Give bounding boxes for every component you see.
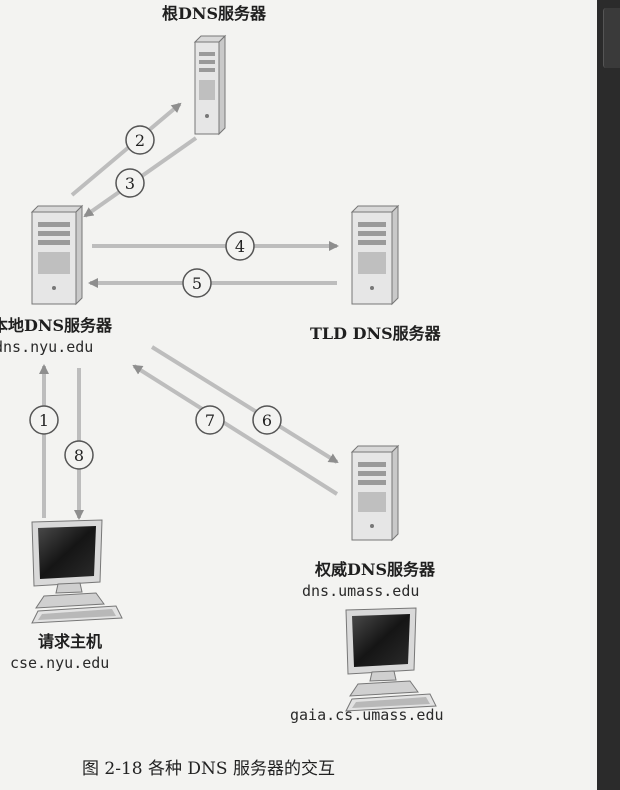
right-edge-panel	[597, 0, 620, 790]
step-badge-8: 8	[64, 440, 94, 470]
target-host-computer-icon	[345, 607, 437, 712]
arrow-step-7	[132, 364, 339, 496]
authoritative-server-host: dns.umass.edu	[302, 582, 420, 600]
local-server-icon	[30, 204, 84, 306]
step-number-5: 5	[192, 274, 202, 293]
step-number-7: 7	[205, 411, 215, 430]
step-badge-1: 1	[29, 405, 59, 435]
arrow-step-6	[150, 345, 339, 464]
requesting-host-name: cse.nyu.edu	[10, 654, 110, 672]
step-number-4: 4	[235, 237, 245, 256]
local-server-label: 本地DNS服务器	[0, 316, 113, 335]
tld-server-label: TLD DNS服务器	[310, 324, 441, 343]
authoritative-server-icon	[350, 444, 400, 542]
figure-caption: 图 2-18 各种 DNS 服务器的交互	[82, 759, 335, 779]
step-badge-3: 3	[115, 168, 145, 198]
step-number-6: 6	[262, 411, 272, 430]
step-number-1: 1	[39, 411, 49, 430]
right-edge-tab	[603, 8, 620, 68]
step-badge-5: 5	[182, 268, 212, 298]
step-badge-4: 4	[225, 231, 255, 261]
root-server-icon	[193, 34, 227, 136]
step-number-2: 2	[135, 131, 145, 150]
local-server-host: dns.nyu.edu	[0, 338, 94, 356]
step-badge-2: 2	[125, 125, 155, 155]
step-number-8: 8	[74, 446, 84, 465]
authoritative-server-label: 权威DNS服务器	[315, 560, 436, 579]
arrows	[39, 102, 339, 520]
step-number-3: 3	[125, 174, 135, 193]
tld-server-icon	[350, 204, 400, 306]
step-badge-6: 6	[252, 405, 282, 435]
requesting-host-computer-icon	[31, 519, 123, 624]
requesting-host-label: 请求主机	[38, 632, 103, 651]
root-server-label: 根DNS服务器	[162, 4, 267, 23]
step-circles: 2 3 4 5 6 7 1 8	[29, 125, 282, 470]
step-badge-7: 7	[195, 405, 225, 435]
arrow-step-2	[70, 102, 182, 197]
target-host-name: gaia.cs.umass.edu	[290, 706, 444, 724]
